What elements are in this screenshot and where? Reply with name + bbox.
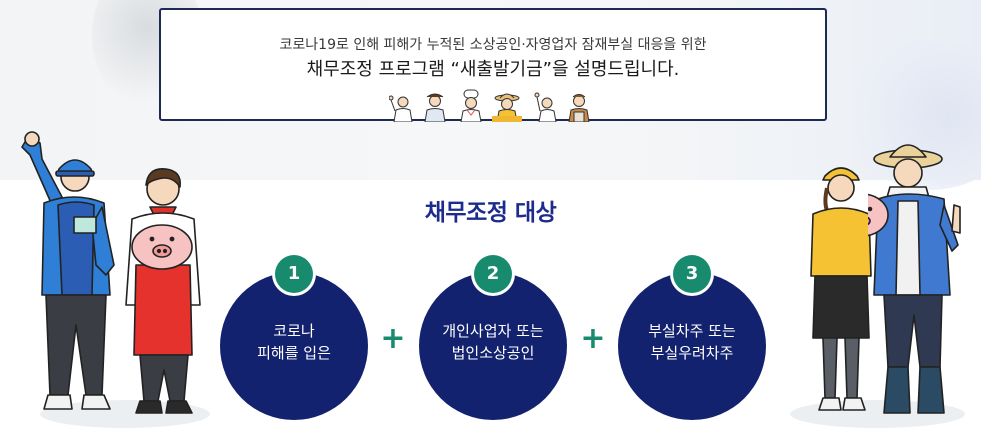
notice-subtitle: 코로나19로 인해 피해가 누적된 소상공인·자영업자 잠재부실 대응을 위한 <box>279 37 707 53</box>
piggy-bank-icon <box>131 224 193 270</box>
criterion-number-badge-2: 2 <box>474 255 512 293</box>
plus-icon-2: + <box>580 321 606 356</box>
chef-red-apron-figure <box>125 168 201 414</box>
criterion-text-1: 코로나 피해를 입은 <box>257 322 331 362</box>
small-person-2 <box>424 93 446 122</box>
notice-title: 채무조정 프로그램 “새출발기금”을 설명드립니다. <box>306 59 680 80</box>
criterion-circle-2: 개인사업자 또는 법인소상공인 <box>419 272 567 420</box>
small-person-1 <box>389 95 413 122</box>
criterion-circle-1: 코로나 피해를 입은 <box>220 272 368 420</box>
plus-icon-1: + <box>380 321 406 356</box>
small-person-6 <box>568 94 590 122</box>
small-person-3 <box>460 89 482 122</box>
small-person-4 <box>492 93 522 122</box>
criterion-number-badge-3: 3 <box>673 255 711 293</box>
woman-yellow-shirt-figure <box>810 167 872 411</box>
farmer-straw-hat-figure <box>868 144 961 414</box>
worker-blue-uniform-figure <box>21 131 115 410</box>
small-person-5 <box>534 92 557 122</box>
piggy-bank-icon <box>868 193 889 237</box>
notice-box: 코로나19로 인해 피해가 누적된 소상공인·자영업자 잠재부실 대응을 위한 … <box>159 8 827 122</box>
criterion-circle-3: 부실차주 또는 부실우려차주 <box>618 272 766 420</box>
criterion-text-2: 개인사업자 또는 법인소상공인 <box>442 322 544 362</box>
small-people-group-icon <box>389 89 590 122</box>
section-title: 채무조정 대상 <box>424 200 557 226</box>
criterion-number-badge-1: 1 <box>275 255 313 293</box>
criterion-text-3: 부실차주 또는 부실우려차주 <box>648 322 736 362</box>
